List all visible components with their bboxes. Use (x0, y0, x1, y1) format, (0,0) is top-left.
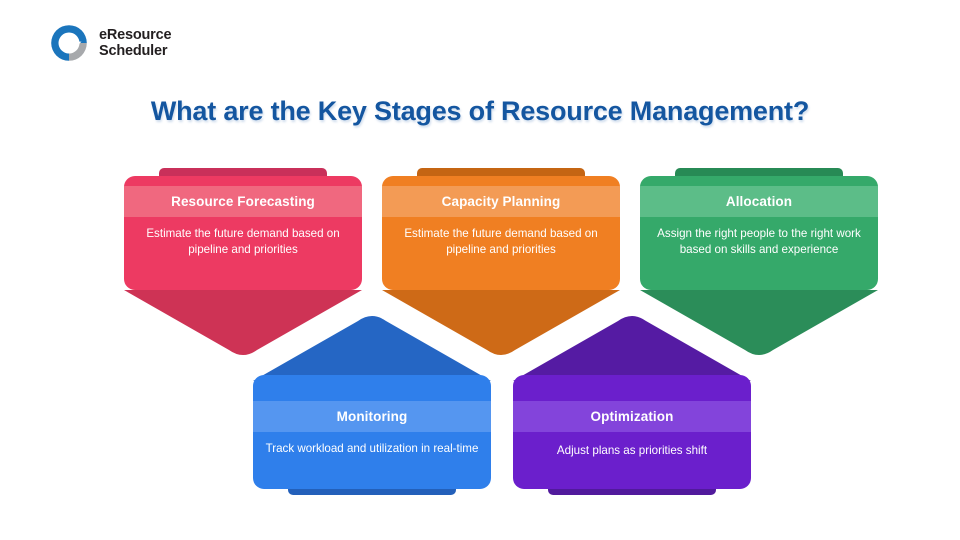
card-tail-arrow (124, 290, 362, 358)
brand-name-line1: eResource (99, 26, 172, 43)
card-title: Capacity Planning (441, 194, 561, 209)
card-title-band: Monitoring (253, 401, 491, 432)
card-title: Optimization (590, 409, 674, 424)
card-description: Estimate the future demand based on pipe… (404, 227, 598, 256)
card-title-band: Resource Forecasting (124, 186, 362, 217)
card-body (253, 375, 491, 489)
card-description: Track workload and utilization in real-t… (265, 442, 479, 455)
card-head-arrow (513, 313, 751, 381)
card-title: Resource Forecasting (171, 194, 315, 209)
page-title: What are the Key Stages of Resource Mana… (150, 96, 810, 126)
card-title-band: Capacity Planning (382, 186, 620, 217)
card-title: Allocation (725, 194, 793, 209)
brand-name: eResource Scheduler (99, 26, 172, 59)
card-description: Adjust plans as priorities shift (556, 444, 708, 457)
card-description: Assign the right people to the right wor… (657, 227, 861, 256)
brand-logo: eResource Scheduler (48, 22, 172, 64)
card-body (513, 375, 751, 489)
brand-name-line2: Scheduler (99, 43, 168, 59)
card-description: Estimate the future demand based on pipe… (146, 227, 340, 256)
card-tail-arrow (382, 290, 620, 358)
card-title-band: Allocation (640, 186, 878, 217)
card-tail-arrow (640, 290, 878, 358)
card-title-band: Optimization (513, 401, 751, 432)
card-head-arrow (253, 313, 491, 381)
eresource-circle-logo-icon (48, 22, 90, 64)
card-title: Monitoring (336, 409, 408, 424)
